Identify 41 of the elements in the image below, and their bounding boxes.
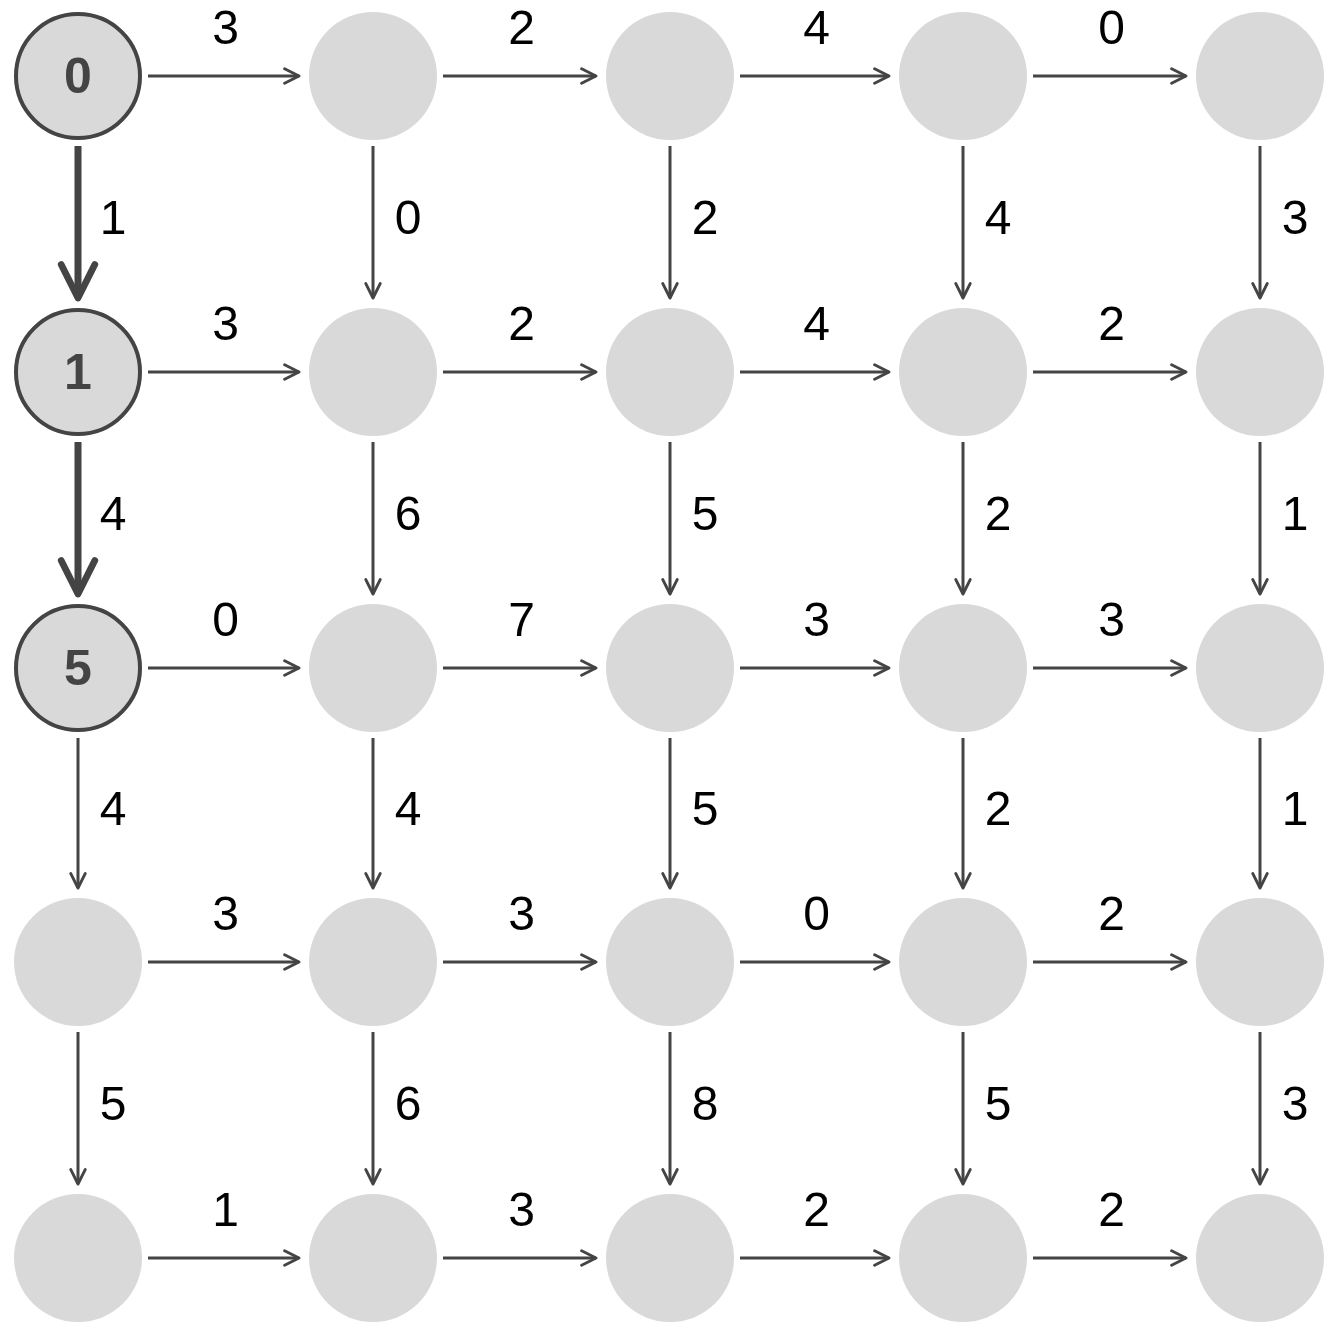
arrow (443, 67, 598, 85)
arrow (1251, 738, 1269, 890)
arrow (740, 363, 891, 381)
arrow (661, 146, 679, 300)
arrow (364, 738, 382, 890)
arrow (69, 738, 87, 890)
arrow (740, 659, 891, 677)
arrow (740, 67, 891, 85)
arrow (148, 363, 301, 381)
arrow (148, 67, 301, 85)
arrow (1033, 363, 1188, 381)
arrow (69, 1032, 87, 1186)
arrow (661, 738, 679, 890)
arrow (954, 738, 972, 890)
arrow (1251, 442, 1269, 596)
arrow (661, 1032, 679, 1186)
arrow (740, 953, 891, 971)
arrow (740, 1249, 891, 1267)
arrow (364, 1032, 382, 1186)
arrow (1033, 1249, 1188, 1267)
arrow (148, 659, 301, 677)
arrow (364, 442, 382, 596)
node-number: 0 (64, 51, 92, 101)
arrow (1251, 146, 1269, 300)
arrow (1033, 659, 1188, 677)
arrow (1033, 67, 1188, 85)
node-number: 1 (64, 347, 92, 397)
arrow (443, 953, 598, 971)
arrow (954, 442, 972, 596)
node-number: 5 (64, 643, 92, 693)
arrow (148, 953, 301, 971)
arrow (954, 1032, 972, 1186)
arrow (1251, 1032, 1269, 1186)
arrow (443, 1249, 598, 1267)
arrow (443, 363, 598, 381)
arrow (148, 1249, 301, 1267)
arrow (661, 442, 679, 596)
arrow (443, 659, 598, 677)
arrow (954, 146, 972, 300)
arrow (364, 146, 382, 300)
arrow (1033, 953, 1188, 971)
